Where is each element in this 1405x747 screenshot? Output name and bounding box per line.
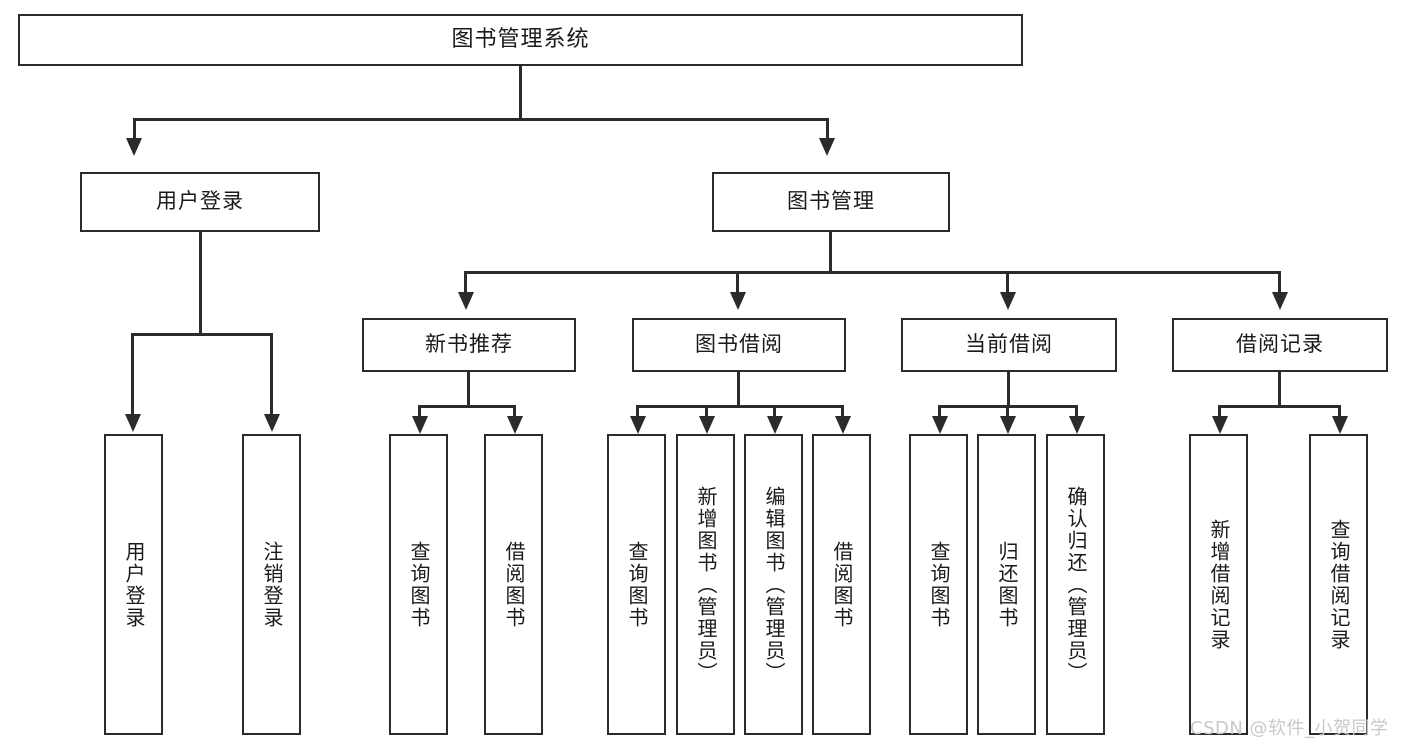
- connector-root-bar: [133, 118, 826, 121]
- connector-new-book-leaf-1: [418, 405, 421, 423]
- connector-current-borrow-leaf-3: [1075, 405, 1078, 423]
- connector-root-to-user-login: [133, 118, 136, 140]
- node-book-borrow[interactable]: 图书借阅: [632, 318, 846, 372]
- node-label: 查询图书: [625, 540, 649, 629]
- node-label: 图书管理系统: [451, 26, 590, 52]
- connector-bm-to-current-borrow: [1006, 271, 1009, 295]
- node-label: 用户登录: [122, 540, 146, 629]
- node-book-management[interactable]: 图书管理: [712, 172, 950, 232]
- node-leaf-confirm-return[interactable]: 确认归还（管理员）: [1046, 434, 1105, 735]
- arrow-book-borrow-leaf-2: [699, 416, 715, 434]
- connector-root-stem: [519, 66, 522, 120]
- node-leaf-query-book-3[interactable]: 查询图书: [909, 434, 968, 735]
- node-leaf-return-book[interactable]: 归还图书: [977, 434, 1036, 735]
- node-leaf-edit-book[interactable]: 编辑图书（管理员）: [744, 434, 803, 735]
- connector-book-borrow-leaf-3: [773, 405, 776, 423]
- node-label: 图书管理: [787, 189, 875, 214]
- connector-book-borrow-leaf-1: [636, 405, 639, 423]
- connector-current-borrow-leaf-2: [1006, 405, 1009, 423]
- connector-root-to-book-management: [826, 118, 829, 140]
- connector-borrow-record-bar: [1220, 405, 1340, 408]
- node-new-book-recommend[interactable]: 新书推荐: [362, 318, 576, 372]
- arrow-user-login-leaf-1: [125, 414, 141, 432]
- node-label: 当前借阅: [965, 332, 1053, 357]
- arrow-user-login-leaf-2: [264, 414, 280, 432]
- node-label: 查询借阅记录: [1327, 518, 1351, 651]
- node-leaf-borrow-book-1[interactable]: 借阅图书: [484, 434, 543, 735]
- node-label: 新增图书（管理员）: [694, 485, 718, 684]
- connector-borrow-record-leaf-2: [1338, 405, 1341, 423]
- node-label: 新书推荐: [425, 332, 513, 357]
- arrow-new-book-leaf-1: [412, 416, 428, 434]
- connector-bm-to-borrow-record: [1278, 271, 1281, 295]
- connector-new-book-stem: [467, 372, 470, 408]
- node-user-login[interactable]: 用户登录: [80, 172, 320, 232]
- node-label: 查询图书: [407, 540, 431, 629]
- arrow-book-borrow-leaf-3: [767, 416, 783, 434]
- arrow-book-borrow-leaf-1: [630, 416, 646, 434]
- arrow-borrow-record-leaf-2: [1332, 416, 1348, 434]
- connector-book-borrow-leaf-2: [705, 405, 708, 423]
- arrow-new-book-leaf-2: [507, 416, 523, 434]
- node-label: 图书借阅: [695, 332, 783, 357]
- arrow-root-to-user-login: [126, 138, 142, 156]
- connector-book-borrow-bar: [638, 405, 844, 408]
- node-label: 注销登录: [260, 540, 284, 629]
- node-leaf-logout-login[interactable]: 注销登录: [242, 434, 301, 735]
- node-leaf-query-record[interactable]: 查询借阅记录: [1309, 434, 1368, 735]
- arrow-current-borrow-leaf-1: [932, 416, 948, 434]
- connector-user-login-leaf-1: [131, 333, 134, 417]
- node-leaf-query-book-2[interactable]: 查询图书: [607, 434, 666, 735]
- connector-book-borrow-leaf-4: [841, 405, 844, 423]
- connector-bm-to-book-borrow: [736, 271, 739, 295]
- node-leaf-query-book-1[interactable]: 查询图书: [389, 434, 448, 735]
- node-leaf-add-book[interactable]: 新增图书（管理员）: [676, 434, 735, 735]
- node-leaf-add-record[interactable]: 新增借阅记录: [1189, 434, 1248, 735]
- node-label: 借阅图书: [830, 540, 854, 629]
- node-label: 查询图书: [927, 540, 951, 629]
- node-leaf-borrow-book-2[interactable]: 借阅图书: [812, 434, 871, 735]
- connector-bm-to-new-book: [464, 271, 467, 295]
- node-label: 借阅记录: [1236, 332, 1324, 357]
- connector-new-book-leaf-2: [513, 405, 516, 423]
- node-label: 编辑图书（管理员）: [762, 485, 786, 684]
- arrow-book-borrow-leaf-4: [835, 416, 851, 434]
- node-label: 借阅图书: [502, 540, 526, 629]
- node-current-borrow[interactable]: 当前借阅: [901, 318, 1117, 372]
- connector-book-management-bar: [466, 271, 1281, 274]
- connector-borrow-record-stem: [1278, 372, 1281, 408]
- connector-current-borrow-leaf-1: [938, 405, 941, 423]
- connector-current-borrow-bar: [940, 405, 1078, 408]
- node-borrow-record[interactable]: 借阅记录: [1172, 318, 1388, 372]
- node-root-book-management-system[interactable]: 图书管理系统: [18, 14, 1023, 66]
- arrow-bm-to-borrow-record: [1272, 292, 1288, 310]
- connector-user-login-bar: [133, 333, 272, 336]
- node-label: 新增借阅记录: [1207, 518, 1231, 651]
- node-label: 用户登录: [156, 189, 244, 214]
- arrow-current-borrow-leaf-2: [1000, 416, 1016, 434]
- arrow-bm-to-new-book: [458, 292, 474, 310]
- arrow-current-borrow-leaf-3: [1069, 416, 1085, 434]
- connector-user-login-leaf-2: [270, 333, 273, 417]
- connector-current-borrow-stem: [1007, 372, 1010, 408]
- node-label: 确认归还（管理员）: [1064, 485, 1088, 684]
- arrow-borrow-record-leaf-1: [1212, 416, 1228, 434]
- connector-user-login-stem: [199, 232, 202, 336]
- arrow-bm-to-current-borrow: [1000, 292, 1016, 310]
- node-label: 归还图书: [995, 540, 1019, 629]
- connector-borrow-record-leaf-1: [1218, 405, 1221, 423]
- connector-book-management-stem: [829, 232, 832, 274]
- connector-book-borrow-stem: [737, 372, 740, 408]
- arrow-root-to-book-management: [819, 138, 835, 156]
- connector-new-book-bar: [420, 405, 515, 408]
- node-leaf-user-login[interactable]: 用户登录: [104, 434, 163, 735]
- arrow-bm-to-book-borrow: [730, 292, 746, 310]
